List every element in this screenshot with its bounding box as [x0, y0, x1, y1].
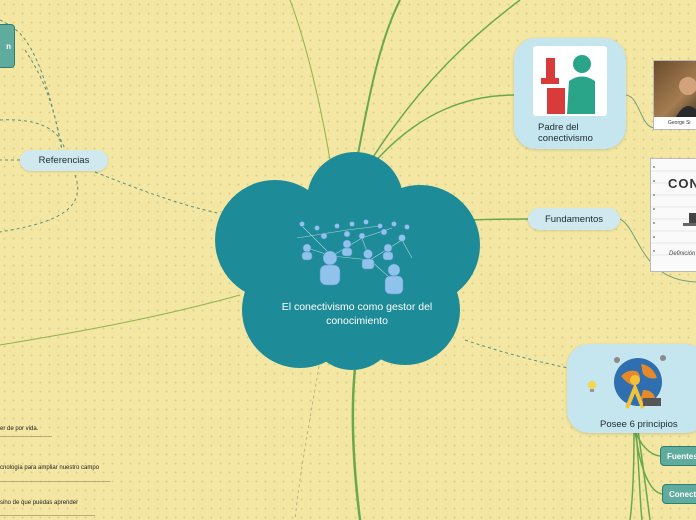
conect-node[interactable]: Conect: [662, 484, 696, 504]
padre-label: Padre del conectivismo: [538, 122, 593, 144]
fuentes-node[interactable]: Fuentes: [660, 446, 696, 466]
lightbulb-icon: [587, 380, 597, 399]
padre-node[interactable]: Padre del conectivismo: [514, 38, 626, 149]
top-left-partial-node[interactable]: n: [0, 24, 15, 68]
leaf-text-1[interactable]: er de por vida.: [0, 426, 39, 432]
conect-label: Conect: [669, 489, 696, 499]
principios-label: Posee 6 principios: [600, 419, 678, 430]
fundamentos-image-title: CON: [668, 176, 696, 191]
referencias-node[interactable]: Referencias: [20, 150, 108, 171]
fundamentos-label: Fundamentos: [544, 213, 604, 225]
fundamentos-node[interactable]: Fundamentos: [528, 208, 620, 230]
george-siemens-photo[interactable]: George Si: [653, 60, 696, 130]
top-left-partial-label: n: [6, 41, 11, 51]
principios-node[interactable]: Posee 6 principios: [567, 344, 696, 433]
notebook-paper-graphic: [651, 166, 696, 256]
fundamentos-image[interactable]: CON Definición: [650, 158, 696, 272]
central-topic-title[interactable]: El conectivismo como gestor del conocimi…: [281, 301, 433, 327]
leaf-text-2[interactable]: cnología para ampliar nuestro campo: [0, 465, 100, 471]
connectivism-logo-icon: [533, 46, 607, 116]
leaf-underline-2: [0, 481, 110, 482]
leaf-underline-3: [0, 515, 95, 516]
network-people-icon: [296, 219, 413, 295]
leaf-text-3[interactable]: sino de que puedas aprender: [0, 500, 79, 506]
fundamentos-image-caption: Definición: [669, 251, 696, 257]
george-caption: George Si: [668, 120, 691, 126]
portrait-image: [654, 61, 696, 117]
globe-person-icon: [605, 350, 671, 421]
referencias-label: Referencias: [38, 155, 90, 166]
fuentes-label: Fuentes: [667, 451, 696, 461]
leaf-underline-1: [0, 436, 52, 437]
